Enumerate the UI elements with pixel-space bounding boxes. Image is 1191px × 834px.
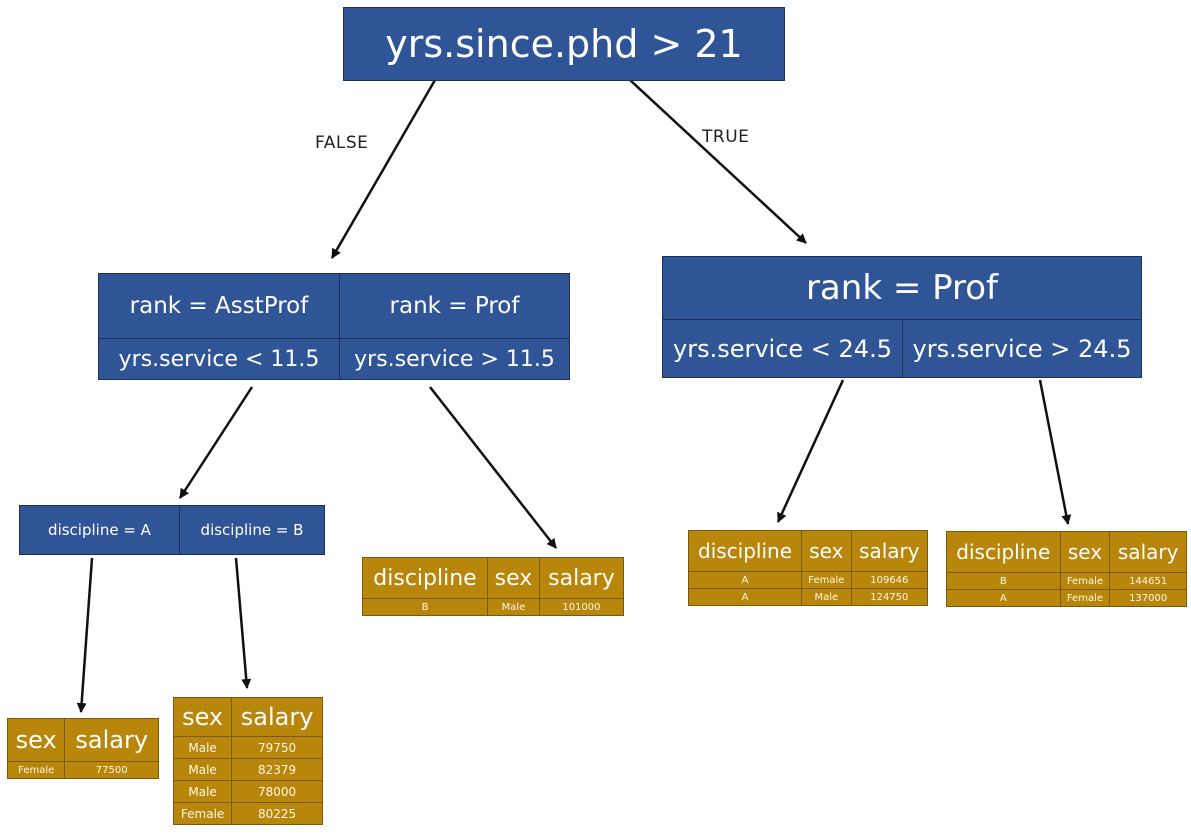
table-cell: Male: [172, 758, 233, 781]
leaf-table-c: discipline sex salary B Male 101000: [361, 557, 625, 616]
service-lt-11-5-node: yrs.service < 11.5: [98, 338, 340, 380]
table-cell: A: [946, 589, 1061, 607]
table-row: Male 78000: [172, 780, 323, 803]
false-label: FALSE: [315, 133, 369, 153]
column-header: sex: [801, 530, 852, 572]
table-cell: Female: [1059, 589, 1111, 607]
service-gt-24-5-node: yrs.service > 24.5: [902, 319, 1142, 378]
table-row: Female 77500: [6, 761, 159, 779]
table-cell: 101000: [538, 598, 625, 616]
table-cell: B: [946, 572, 1061, 590]
service-gt-11-5-node: yrs.service > 11.5: [339, 338, 570, 380]
table-cell: 77500: [64, 761, 159, 779]
table-cell: A: [687, 571, 803, 589]
edge-prof-leaf-c: [429, 386, 557, 549]
discipline-a-node: discipline = A: [19, 505, 180, 555]
table-row: Female 80225: [172, 802, 323, 825]
table-cell: Female: [801, 571, 852, 589]
rank-prof-node: rank = Prof: [339, 273, 570, 339]
table-cell: Male: [172, 736, 233, 759]
table-row: B Female 144651: [946, 572, 1187, 590]
table-row: Male 79750: [172, 736, 323, 759]
table-row: A Male 124750: [687, 588, 929, 606]
edge-discipline-b-leaf-b: [234, 557, 252, 689]
leaf-header-row: sex salary: [172, 697, 323, 737]
table-cell: 82379: [231, 758, 323, 781]
leaf-header-row: sex salary: [6, 718, 159, 762]
table-row: A Female 137000: [946, 589, 1187, 607]
edge-service-lt-leaf-d: [776, 379, 845, 523]
service-lt-24-5-node: yrs.service < 24.5: [662, 319, 903, 378]
column-header: discipline: [687, 530, 803, 572]
column-header: salary: [64, 718, 159, 762]
table-cell: 124750: [850, 588, 929, 606]
table-cell: 144651: [1109, 572, 1187, 590]
leaf-table-d: discipline sex salary A Female 109646 A …: [687, 530, 929, 606]
root-node: yrs.since.phd > 21: [343, 7, 785, 81]
table-cell: Female: [1059, 572, 1111, 590]
leaf-table-b: sex salary Male 79750 Male 82379 Male 78…: [172, 697, 323, 825]
edge-root-true: [629, 79, 807, 244]
table-cell: 109646: [850, 571, 929, 589]
leaf-header-row: discipline sex salary: [361, 557, 625, 599]
table-cell: Female: [172, 802, 233, 825]
table-row: Male 82379: [172, 758, 323, 781]
table-cell: B: [361, 598, 489, 616]
edge-service-gt-leaf-e: [1038, 379, 1072, 525]
column-header: salary: [1109, 531, 1187, 573]
column-header: salary: [850, 530, 929, 572]
discipline-b-node: discipline = B: [179, 505, 325, 555]
column-header: sex: [1059, 531, 1111, 573]
table-cell: 78000: [231, 780, 323, 803]
table-cell: Male: [172, 780, 233, 803]
table-row: B Male 101000: [361, 598, 625, 616]
leaf-header-row: discipline sex salary: [946, 531, 1187, 573]
leaf-table-a: sex salary Female 77500: [6, 718, 159, 779]
leaf-table-e: discipline sex salary B Female 144651 A …: [946, 531, 1187, 607]
edge-assistprof-discipline: [178, 386, 254, 499]
column-header: salary: [231, 697, 323, 737]
table-cell: 137000: [1109, 589, 1187, 607]
table-cell: Male: [487, 598, 540, 616]
column-header: salary: [538, 557, 625, 599]
edge-root-false: [330, 79, 437, 259]
table-cell: Female: [6, 761, 66, 779]
true-label: TRUE: [702, 127, 750, 147]
rank-prof-right-node: rank = Prof: [662, 256, 1142, 320]
column-header: discipline: [946, 531, 1061, 573]
column-header: discipline: [361, 557, 489, 599]
table-cell: 79750: [231, 736, 323, 759]
table-cell: 80225: [231, 802, 323, 825]
leaf-header-row: discipline sex salary: [687, 530, 929, 572]
column-header: sex: [172, 697, 233, 737]
table-cell: Male: [801, 588, 852, 606]
table-cell: A: [687, 588, 803, 606]
column-header: sex: [487, 557, 540, 599]
table-row: A Female 109646: [687, 571, 929, 589]
rank-assistprof-node: rank = AsstProf: [98, 273, 340, 339]
column-header: sex: [6, 718, 66, 762]
edge-discipline-a-leaf-a: [76, 557, 94, 713]
